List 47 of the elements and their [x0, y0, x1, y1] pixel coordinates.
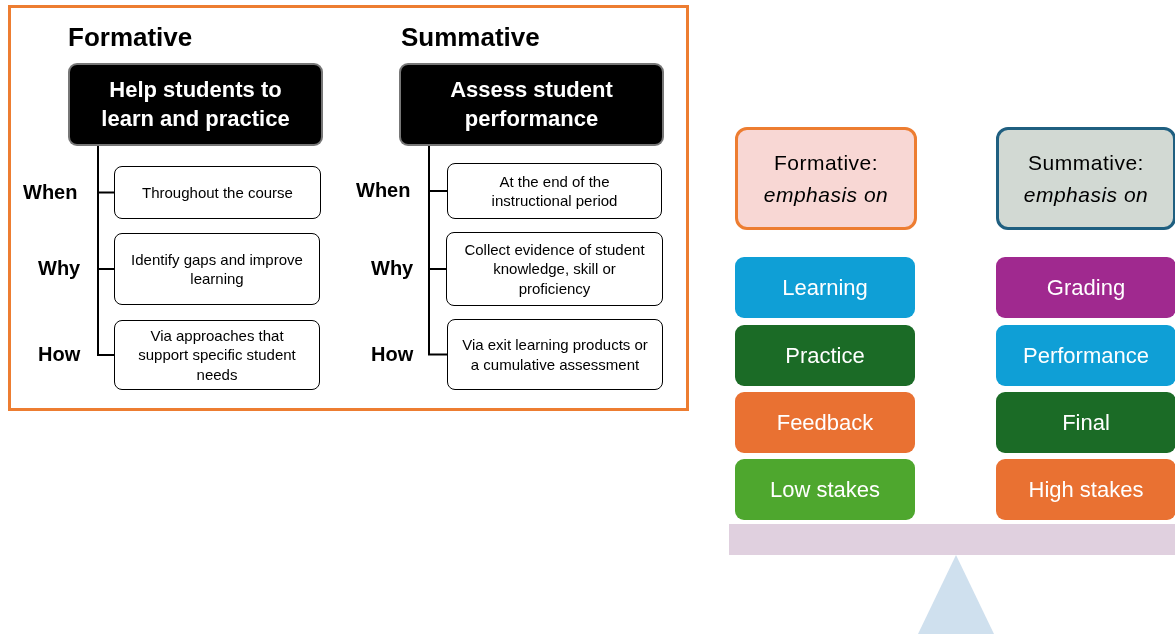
node-text: Identify gaps and improve learning — [130, 249, 304, 289]
description-box — [114, 320, 320, 390]
description-box — [447, 163, 662, 219]
goal-box — [401, 65, 662, 144]
emphasis-box — [735, 325, 915, 386]
row-label: When — [356, 179, 411, 202]
node-text: Final — [1062, 409, 1110, 436]
node-text: Learning — [782, 274, 868, 301]
heading-box — [996, 127, 1175, 230]
emphasis-box — [735, 459, 915, 520]
heading-text: Formative: emphasis on — [762, 150, 890, 208]
goal-box — [70, 65, 321, 144]
node-text: Help students to learn and practice — [100, 75, 291, 133]
description-box — [447, 319, 663, 390]
column-title: Formative — [68, 22, 193, 53]
description-box — [446, 232, 663, 306]
emphasis-box — [996, 459, 1175, 520]
node-text: Low stakes — [769, 476, 881, 503]
node-text: Assess student performance — [449, 75, 614, 133]
node-text: High stakes — [1028, 476, 1144, 503]
node-text: Grading — [1046, 274, 1126, 301]
emphasis-box — [996, 392, 1175, 453]
row-label: When — [23, 180, 78, 204]
node-text: Feedback — [776, 409, 874, 436]
row-label: Why — [371, 257, 414, 280]
node-text: Collect evidence of student knowledge, skill or proficiency — [463, 239, 646, 299]
node-text: Throughout the course — [142, 182, 293, 203]
heading-text: Summative: emphasis on — [1022, 150, 1150, 208]
node-text: Via approaches that support specific student needs — [137, 325, 297, 385]
description-box — [114, 233, 320, 305]
description-box — [114, 166, 321, 219]
node-text: Practice — [785, 342, 865, 369]
row-label: How — [38, 343, 81, 366]
emphasis-box — [735, 257, 915, 318]
connector-line — [428, 143, 448, 356]
heading-box — [735, 127, 917, 230]
row-label: Why — [38, 257, 81, 280]
row-label: How — [371, 342, 414, 366]
column-title: Summative — [401, 22, 540, 53]
emphasis-box — [735, 392, 915, 453]
node-text: Performance — [1023, 342, 1149, 369]
node-text: Via exit learning products or a cumulative assessment — [462, 335, 648, 374]
box-frame — [8, 5, 689, 411]
node-text: At the end of the instructional period — [490, 171, 619, 211]
emphasis-box — [996, 257, 1175, 318]
emphasis-box — [996, 325, 1175, 386]
connector-line — [97, 143, 115, 356]
